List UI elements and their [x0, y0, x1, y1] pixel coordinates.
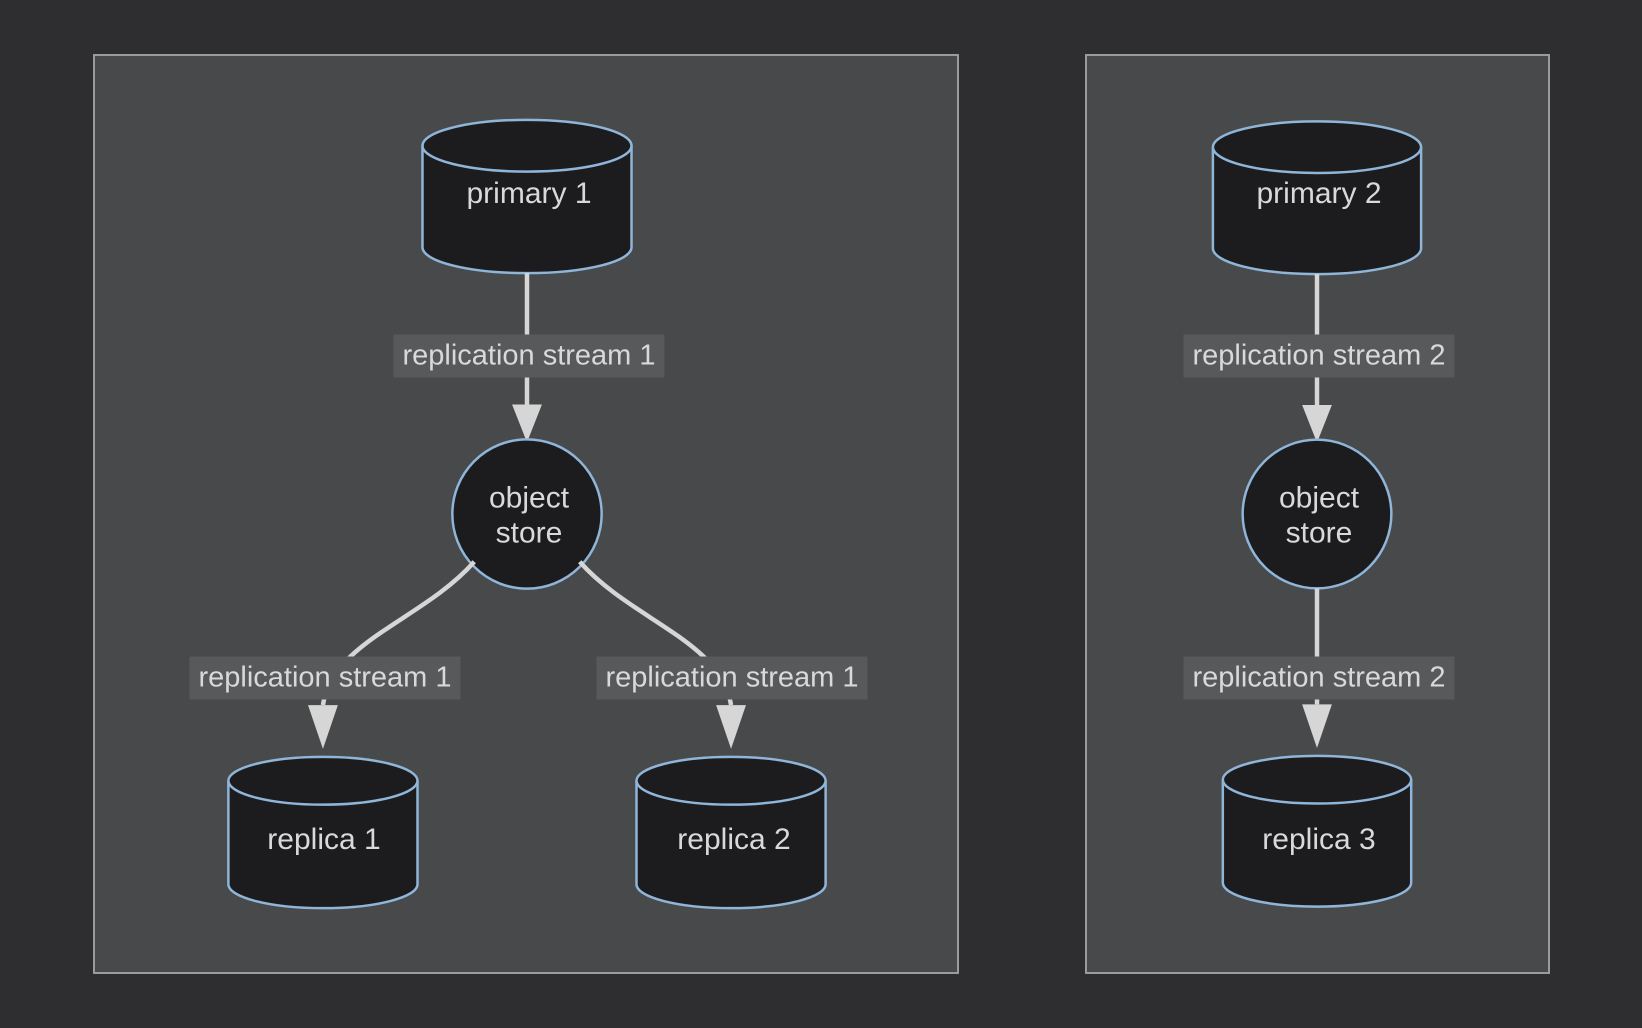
cluster-2-diagram [1211, 120, 1423, 908]
edge-label-replication-stream: replication stream 1 [189, 656, 461, 700]
edge-label-replication-stream: replication stream 2 [1183, 334, 1455, 378]
edge-store-to-replica1 [308, 560, 476, 749]
database-cylinder-top [1211, 120, 1423, 175]
cluster-1-diagram [227, 118, 827, 910]
replica-1-label: replica 1 [267, 822, 381, 856]
object-store-circle-icon [451, 438, 603, 590]
arrowhead-icon [308, 705, 338, 749]
object-store-label: object store [1279, 482, 1359, 551]
arrowhead-icon [1302, 404, 1332, 443]
database-cylinder-top [1221, 754, 1413, 805]
replica-2-database-icon [635, 755, 827, 910]
database-cylinder-body [1211, 147, 1423, 276]
replica-3-database-icon [1221, 754, 1413, 908]
database-cylinder-body [635, 780, 827, 910]
primary-2-database-icon [1211, 120, 1423, 276]
object-store-label-line2: store [1285, 516, 1353, 549]
cluster-panel-2: primary 2 replication stream 2 object st… [1085, 54, 1550, 974]
edge-label-replication-stream: replication stream 1 [393, 334, 665, 378]
arrowhead-icon [716, 705, 746, 749]
object-store-label-line1: object [488, 481, 570, 515]
edge-store-to-replica2 [578, 560, 746, 749]
primary-1-label: primary 1 [466, 176, 592, 210]
database-cylinder-body [421, 145, 633, 275]
database-cylinder-top [421, 118, 633, 173]
replica-3-label: replica 3 [1262, 822, 1376, 856]
object-store-label-line2: store [495, 516, 563, 549]
replica-1-database-icon [227, 755, 419, 910]
replica-2-label: replica 2 [677, 822, 791, 856]
database-cylinder-body [1221, 779, 1413, 908]
arrowhead-icon [1302, 704, 1332, 748]
arrowhead-icon [512, 404, 542, 443]
primary-2-label: primary 2 [1256, 176, 1382, 210]
primary-1-database-icon [421, 118, 633, 275]
database-cylinder-body [227, 780, 419, 910]
edge-label-replication-stream: replication stream 1 [596, 656, 868, 700]
cluster-panel-1: primary 1 replication stream 1 object st… [93, 54, 959, 974]
database-cylinder-top [635, 755, 827, 806]
object-store-label-line1: object [1278, 481, 1360, 515]
database-cylinder-top [227, 755, 419, 806]
edge-label-replication-stream: replication stream 2 [1183, 656, 1455, 700]
object-store-label: object store [489, 482, 569, 551]
